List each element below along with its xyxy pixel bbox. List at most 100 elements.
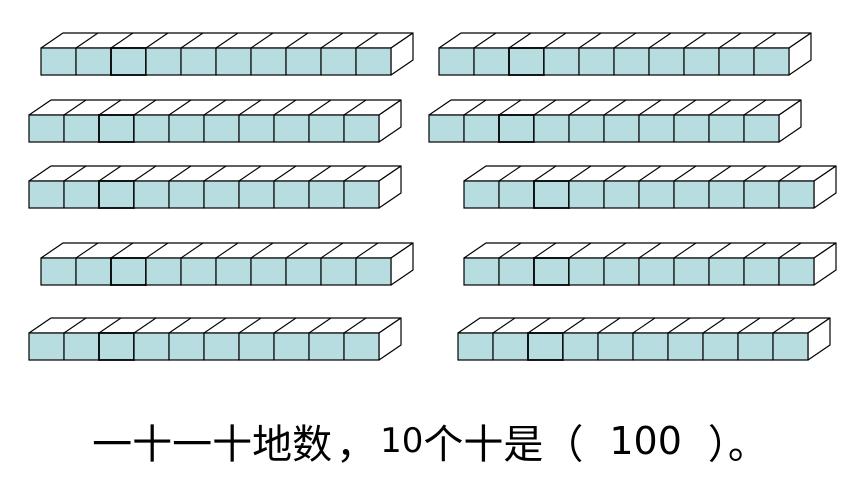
unit-cube bbox=[343, 114, 380, 143]
cube-top-edge bbox=[673, 99, 697, 116]
cube-top-edge bbox=[718, 32, 742, 49]
unit-cube bbox=[203, 332, 240, 361]
unit-cube bbox=[718, 47, 755, 76]
unit-cube bbox=[543, 47, 580, 76]
cube-top-edge bbox=[638, 242, 662, 259]
cube-top-edge bbox=[568, 242, 592, 259]
unit-cube bbox=[168, 114, 205, 143]
cube-top-edge bbox=[683, 32, 707, 49]
unit-cube bbox=[457, 332, 494, 361]
unit-cube bbox=[168, 180, 205, 209]
cube-top-edge bbox=[772, 317, 796, 334]
cube-top-edge bbox=[98, 165, 122, 182]
unit-cube bbox=[778, 257, 815, 286]
cube-top-edge bbox=[543, 32, 567, 49]
unit-cube bbox=[238, 332, 275, 361]
cube-top-edge bbox=[238, 165, 262, 182]
unit-cube bbox=[40, 257, 77, 286]
unit-cube bbox=[238, 180, 275, 209]
cube-top-edge bbox=[603, 99, 627, 116]
cube-top-edge bbox=[203, 99, 227, 116]
cube-top-edge bbox=[527, 317, 551, 334]
cube-top-edge bbox=[568, 165, 592, 182]
cube-top-edge bbox=[110, 242, 134, 259]
unit-cube bbox=[743, 257, 780, 286]
ten-rod bbox=[463, 242, 837, 286]
unit-cube bbox=[638, 180, 675, 209]
ten-rod bbox=[40, 32, 414, 76]
unit-cube bbox=[648, 47, 685, 76]
unit-cube bbox=[133, 114, 170, 143]
cube-top-edge bbox=[98, 99, 122, 116]
cube-top-edge bbox=[180, 242, 204, 259]
cube-top-edge bbox=[133, 165, 157, 182]
unit-cube bbox=[613, 47, 650, 76]
unit-cube bbox=[28, 114, 65, 143]
unit-cube bbox=[667, 332, 704, 361]
cube-top-edge bbox=[320, 32, 344, 49]
unit-cube bbox=[753, 47, 790, 76]
unit-cube bbox=[638, 257, 675, 286]
unit-cube bbox=[308, 332, 345, 361]
unit-cube bbox=[250, 257, 287, 286]
cube-top-edge bbox=[168, 99, 192, 116]
unit-cube bbox=[603, 180, 640, 209]
cube-top-edge bbox=[75, 32, 99, 49]
unit-cube bbox=[320, 47, 357, 76]
unit-cube bbox=[28, 180, 65, 209]
sentence-part-3: ）。 bbox=[707, 422, 768, 468]
unit-cube bbox=[238, 114, 275, 143]
cube-top-edge bbox=[603, 242, 627, 259]
unit-cube bbox=[673, 257, 710, 286]
sentence-count: 10 bbox=[380, 421, 424, 461]
unit-cube bbox=[578, 47, 615, 76]
cube-top-edge bbox=[508, 32, 532, 49]
unit-cube bbox=[110, 257, 147, 286]
cube-top-edge bbox=[473, 32, 497, 49]
unit-cube bbox=[203, 180, 240, 209]
cube-top-edge bbox=[498, 242, 522, 259]
unit-cube bbox=[75, 47, 112, 76]
unit-cube bbox=[778, 180, 815, 209]
unit-cube bbox=[568, 257, 605, 286]
cube-top-edge bbox=[355, 242, 379, 259]
cube-top-edge bbox=[273, 317, 297, 334]
unit-cube bbox=[98, 180, 135, 209]
cube-top-edge bbox=[308, 99, 332, 116]
unit-cube bbox=[568, 114, 605, 143]
unit-cube bbox=[133, 332, 170, 361]
unit-cube bbox=[702, 332, 739, 361]
unit-cube bbox=[343, 180, 380, 209]
cube-top-edge bbox=[250, 242, 274, 259]
cube-top-edge bbox=[743, 165, 767, 182]
cube-top-edge bbox=[98, 317, 122, 334]
cube-top-edge bbox=[568, 99, 592, 116]
unit-cube bbox=[355, 47, 392, 76]
unit-cube bbox=[438, 47, 475, 76]
cube-top-edge bbox=[702, 317, 726, 334]
cube-top-edge bbox=[355, 32, 379, 49]
cube-top-edge bbox=[133, 317, 157, 334]
unit-cube bbox=[168, 332, 205, 361]
cube-top-edge bbox=[203, 317, 227, 334]
unit-cube bbox=[743, 114, 780, 143]
ten-rod bbox=[28, 99, 402, 143]
cube-top-edge bbox=[145, 242, 169, 259]
unit-cube bbox=[603, 114, 640, 143]
sentence-part-1: 一十一十地数 bbox=[92, 422, 333, 468]
unit-cube bbox=[638, 114, 675, 143]
unit-cube bbox=[28, 332, 65, 361]
cube-top-edge bbox=[238, 317, 262, 334]
cube-top-edge bbox=[498, 165, 522, 182]
cube-top-edge bbox=[673, 165, 697, 182]
cube-top-edge bbox=[753, 32, 777, 49]
cube-top-edge bbox=[743, 99, 767, 116]
cube-top-edge bbox=[578, 32, 602, 49]
unit-cube bbox=[273, 114, 310, 143]
answer-value: 100 bbox=[609, 419, 682, 463]
unit-cube bbox=[215, 257, 252, 286]
unit-cube bbox=[463, 180, 500, 209]
cube-top-edge bbox=[533, 242, 557, 259]
cube-top-edge bbox=[492, 317, 516, 334]
unit-cube bbox=[603, 257, 640, 286]
